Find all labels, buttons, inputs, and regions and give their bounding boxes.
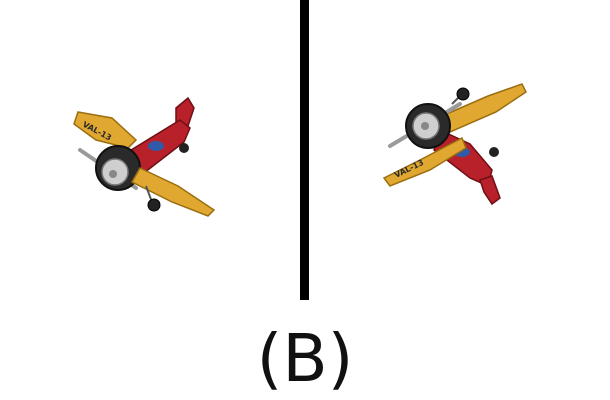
- right-plane-wheels: [451, 87, 499, 157]
- right-plane-engine: [405, 103, 451, 149]
- right-plane-tail: [479, 175, 501, 206]
- right-panel: VAL-13: [310, 0, 610, 300]
- figure-caption: (B): [256, 320, 354, 397]
- left-plane-back-wing: VAL-13: [73, 111, 138, 149]
- left-plane-wheels: [145, 143, 189, 212]
- left-panel: VAL-13: [0, 0, 300, 300]
- left-airplane-image: VAL-13: [73, 96, 216, 217]
- left-plane-front-wing: [130, 167, 216, 217]
- left-plane-tail: [175, 96, 195, 127]
- right-airplane-image: VAL-13: [382, 83, 527, 206]
- panel-divider: [300, 0, 309, 300]
- left-cockpit-window: [148, 141, 164, 151]
